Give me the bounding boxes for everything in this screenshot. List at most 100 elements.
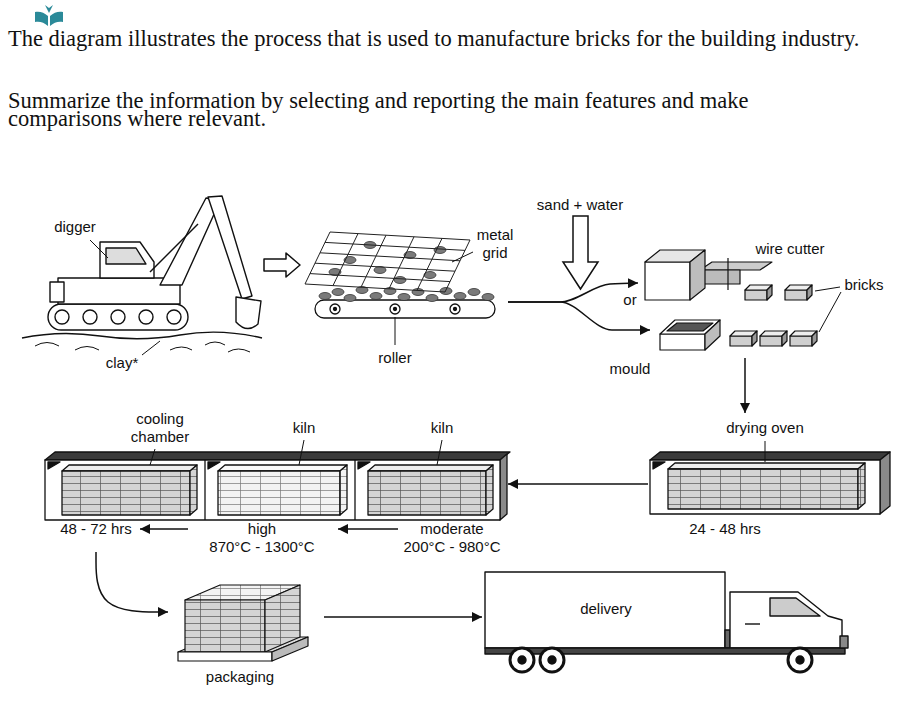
- digger-drawing: [55, 310, 69, 324]
- sand-water-arrow: [563, 216, 598, 289]
- mould-drawing: [705, 320, 720, 350]
- digger-drawing: [150, 224, 198, 272]
- conveyor-drawing: [394, 308, 397, 311]
- conveyor-drawing: [332, 289, 344, 296]
- digger-drawing: [236, 297, 261, 329]
- stage-label: wire cutter: [755, 240, 824, 258]
- text-line: 870°C - 1300°C: [209, 538, 314, 556]
- digger-drawing: [111, 310, 125, 324]
- digger-drawing: [90, 240, 108, 258]
- kiln-chambers: [358, 462, 370, 469]
- text-line: 200°C - 980°C: [403, 538, 500, 556]
- conveyor-drawing: [319, 242, 494, 302]
- kiln-chambers: [208, 462, 220, 469]
- flow-arrow: [96, 552, 168, 612]
- kiln-chambers: [500, 454, 507, 520]
- process-stage: diggerclay*: [28, 195, 264, 375]
- digger-drawing: [100, 242, 154, 278]
- stage-label: cooling chamber: [131, 410, 189, 446]
- conveyor-drawing: [398, 294, 410, 301]
- delivery-truck: [840, 636, 848, 648]
- process-stage: mould: [650, 306, 820, 358]
- text-line: high: [209, 520, 314, 538]
- flow-arrow: [324, 616, 482, 618]
- conveyor-drawing: [305, 232, 470, 292]
- kiln-chambers: [368, 471, 486, 515]
- stage-label: metal grid: [477, 226, 514, 262]
- bricks-leaders: [819, 292, 841, 332]
- conveyor-drawing: [330, 304, 340, 314]
- kiln-chambers: [150, 449, 155, 465]
- drying-oven-drawing: [650, 452, 890, 460]
- wire-cutter-drawing: [700, 262, 772, 270]
- digger-drawing: [139, 310, 153, 324]
- wire-cutter-drawing: [727, 258, 728, 290]
- heading: The diagram illustrates the process that…: [8, 30, 896, 48]
- digger-drawing: [167, 310, 181, 324]
- drying-oven-drawing: [858, 463, 865, 509]
- school-logo: [35, 5, 63, 26]
- kiln-chambers: [48, 462, 60, 469]
- stage-label: roller: [378, 349, 411, 367]
- packaged-bricks: [178, 585, 308, 661]
- mould-drawing: [752, 331, 757, 346]
- kiln-chambers: [204, 460, 205, 520]
- conveyor-drawing: [305, 232, 495, 345]
- conveyor-drawing: [333, 234, 442, 291]
- stage-label: high 870°C - 1300°C: [209, 520, 314, 556]
- drying-oven-drawing: [650, 441, 890, 514]
- conveyor-drawing: [390, 304, 400, 314]
- packaged-bricks: [272, 637, 308, 661]
- wire-cutter-drawing: [785, 290, 807, 300]
- mould-drawing: [760, 336, 782, 346]
- flow-arrow: [140, 528, 188, 530]
- wire-cutter-drawing: [745, 290, 767, 300]
- flow-arrow: [264, 253, 300, 277]
- packaged-bricks: [185, 600, 265, 652]
- delivery-truck: [518, 656, 526, 664]
- flow-arrow: [744, 358, 746, 413]
- conveyor-drawing: [305, 232, 470, 292]
- process-stage: delivery: [482, 565, 874, 677]
- kiln-chambers: [218, 465, 347, 471]
- stage-label: 24 - 48 hrs: [689, 520, 761, 538]
- mould-drawing: [782, 331, 787, 346]
- conveyor-drawing: [319, 293, 331, 300]
- stage-label: moderate 200°C - 980°C: [403, 520, 500, 556]
- kiln-chambers: [299, 440, 304, 465]
- kiln-chambers: [62, 471, 190, 515]
- mould-drawing: [660, 334, 705, 350]
- packaged-bricks: [178, 652, 272, 661]
- digger-drawing: [48, 304, 188, 330]
- delivery-truck: [548, 656, 556, 664]
- process-stage: metal gridroller: [300, 215, 508, 373]
- process-stage: kilnhigh 870°C - 1300°C: [188, 418, 338, 558]
- digger-drawing: [160, 198, 220, 285]
- conveyor-drawing: [426, 295, 438, 302]
- drying-oven-drawing: [880, 452, 890, 514]
- instruction-text: Summarize the information by selecting a…: [8, 92, 826, 128]
- kiln-chambers: [437, 440, 442, 465]
- mould-drawing: [730, 336, 752, 346]
- wire-cutter-drawing: [645, 262, 690, 300]
- bricks-leaders: [815, 287, 840, 291]
- drying-oven-drawing: [668, 469, 858, 509]
- kiln-chambers: [45, 440, 510, 520]
- conveyor-drawing: [395, 317, 396, 345]
- conveyor-drawing: [334, 308, 337, 311]
- stage-label: kiln: [431, 419, 454, 437]
- conveyor-drawing: [454, 293, 466, 300]
- digger-drawing: [35, 342, 250, 352]
- mould-drawing: [812, 331, 817, 346]
- stage-label: delivery: [580, 600, 632, 618]
- conveyor-drawing: [434, 247, 446, 254]
- kiln-chambers: [45, 460, 500, 520]
- process-stage: packaging: [168, 568, 324, 692]
- conveyor-drawing: [315, 300, 495, 318]
- text-line: metal: [477, 226, 514, 244]
- kiln-chambers: [190, 465, 197, 515]
- part-label: bricks: [844, 276, 883, 294]
- digger-drawing: [83, 310, 97, 324]
- stage-label: drying oven: [726, 419, 804, 437]
